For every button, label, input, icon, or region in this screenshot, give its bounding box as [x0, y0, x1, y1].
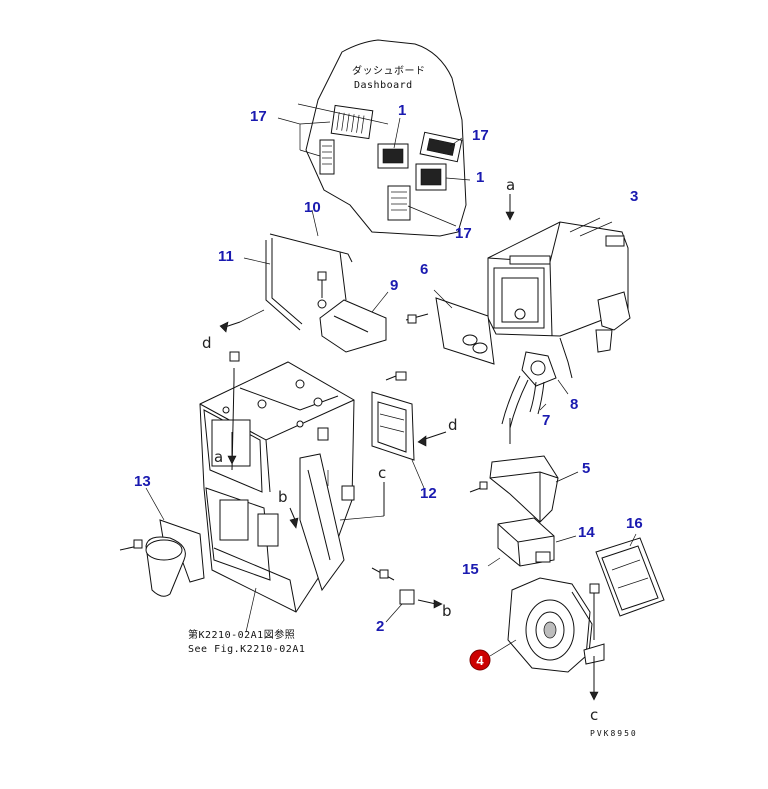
- filter-16: [595, 533, 665, 617]
- duct-13: [119, 487, 205, 597]
- arrow-label-a-frame: a: [214, 448, 223, 466]
- callout-8: 8: [570, 396, 578, 413]
- callout-10: 10: [304, 199, 321, 216]
- vent-17-left: [319, 139, 335, 175]
- callout-13: 13: [134, 473, 151, 490]
- vent-17-lower: [387, 185, 411, 221]
- callout-15: 15: [462, 561, 479, 578]
- callout-17: 17: [455, 225, 472, 242]
- vent-1-right: [415, 163, 447, 191]
- see-figure-note: 第K2210-02A1図参照 See Fig.K2210-02A1: [188, 587, 305, 655]
- callout-4: 4: [476, 653, 484, 668]
- arrow-label-d-right: d: [448, 416, 458, 434]
- callout-17: 17: [250, 108, 267, 125]
- callout-12: 12: [420, 485, 437, 502]
- direction-arrows: a a d d c b b c: [202, 176, 599, 724]
- arrow-label-c-bottom: c: [590, 706, 598, 724]
- callout-14: 14: [578, 524, 595, 541]
- callouts: 17 1 17 1 17 10 11 9 3 6 8 7 5 12 13 14 …: [134, 102, 643, 671]
- arrow-label-b-lower: b: [442, 602, 452, 620]
- heater-unit-3: [487, 217, 631, 353]
- see-fig-jp: 第K2210-02A1図参照: [188, 628, 295, 641]
- dashboard-outline: [305, 39, 467, 237]
- dashboard-label-jp: ダッシュボード: [352, 64, 426, 77]
- cab-frame: [199, 351, 355, 613]
- callout-5: 5: [582, 460, 590, 477]
- vent-17-upper: [330, 104, 374, 140]
- callout-9: 9: [390, 277, 398, 294]
- arrow-label-a-top: a: [506, 176, 515, 194]
- arrow-label-c-mid: c: [378, 464, 386, 482]
- duct-14: [487, 517, 577, 567]
- vent-17-right: [419, 131, 463, 163]
- arrow-label-d-left: d: [202, 334, 212, 352]
- highlight-callout-marker[interactable]: [469, 649, 491, 671]
- callout-1: 1: [476, 169, 484, 186]
- blower-4: [489, 577, 605, 673]
- callout-16: 16: [626, 515, 643, 532]
- arrow-label-b-frame: b: [278, 488, 288, 506]
- callout-7: 7: [542, 412, 550, 429]
- callout-17: 17: [472, 127, 489, 144]
- dashboard-group: ダッシュボード Dashboard: [277, 39, 471, 237]
- callout-6: 6: [420, 261, 428, 278]
- callout-1: 1: [398, 102, 406, 119]
- duct-5: [469, 455, 579, 523]
- bracket-assembly: [239, 209, 389, 353]
- see-fig-en: See Fig.K2210-02A1: [188, 644, 305, 655]
- callout-2: 2: [376, 618, 384, 635]
- hose-7-valve-8: [501, 337, 573, 429]
- gasket-plate-6: [405, 289, 495, 365]
- vent-1-center: [377, 143, 409, 169]
- callout-11: 11: [218, 248, 234, 265]
- callout-3: 3: [630, 188, 638, 205]
- connector-2: [371, 567, 415, 623]
- drawing-code: PVK8950: [590, 729, 638, 738]
- duct-12: [371, 371, 425, 489]
- dashboard-label-en: Dashboard: [354, 80, 413, 91]
